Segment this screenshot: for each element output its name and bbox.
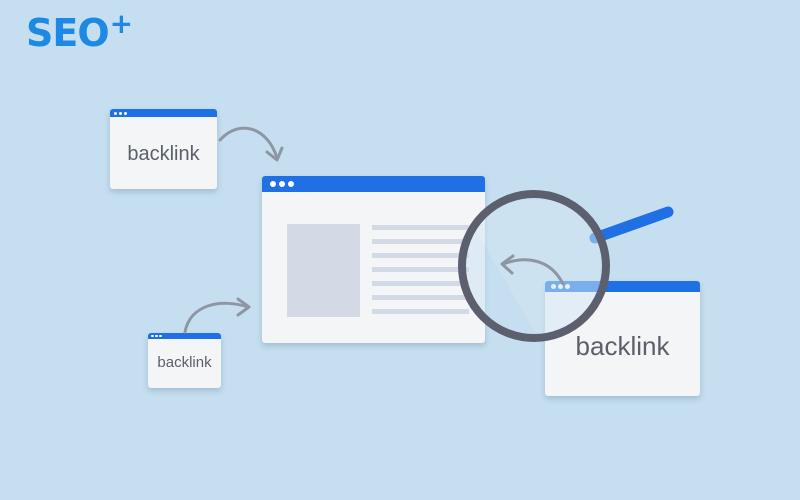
main-website-window: [262, 176, 485, 343]
logo-plus: +: [109, 7, 133, 40]
window-dot: [270, 181, 276, 187]
backlink-window-right: backlink: [545, 281, 700, 396]
curved-arrow-icon: [500, 254, 565, 286]
window-dot: [151, 334, 154, 338]
curved-arrow-icon: [218, 126, 284, 162]
text-line-placeholder: [372, 281, 469, 286]
text-line-placeholder: [372, 239, 469, 244]
window-title-bar: [545, 281, 700, 292]
image-placeholder: [287, 224, 360, 317]
window-dot: [551, 284, 556, 289]
text-line-placeholder: [372, 295, 469, 300]
window-title-bar: [148, 333, 221, 339]
backlink-label: backlink: [157, 354, 212, 371]
backlink-window-top-left: backlink: [110, 109, 217, 189]
text-line-placeholder: [372, 225, 469, 230]
window-dot: [124, 111, 127, 115]
window-dot: [159, 334, 162, 338]
text-line-placeholder: [372, 309, 469, 314]
text-line-placeholder: [372, 267, 469, 272]
window-dot: [565, 284, 570, 289]
curved-arrow-icon: [183, 297, 251, 334]
window-dot: [114, 111, 117, 115]
backlink-window-bottom-left: backlink: [148, 333, 221, 388]
backlink-label: backlink: [575, 331, 670, 361]
magnifier-icon: [458, 190, 674, 342]
seo-logo: SEO+: [26, 10, 133, 55]
window-title-bar: [110, 109, 217, 117]
window-title-bar: [262, 176, 485, 192]
text-line-placeholder: [372, 253, 469, 258]
window-dot: [288, 181, 294, 187]
window-dot: [119, 111, 122, 115]
window-dot: [155, 334, 158, 338]
backlink-label: backlink: [127, 143, 200, 165]
window-dot: [279, 181, 285, 187]
window-dot: [558, 284, 563, 289]
logo-text: SEO: [26, 11, 110, 55]
